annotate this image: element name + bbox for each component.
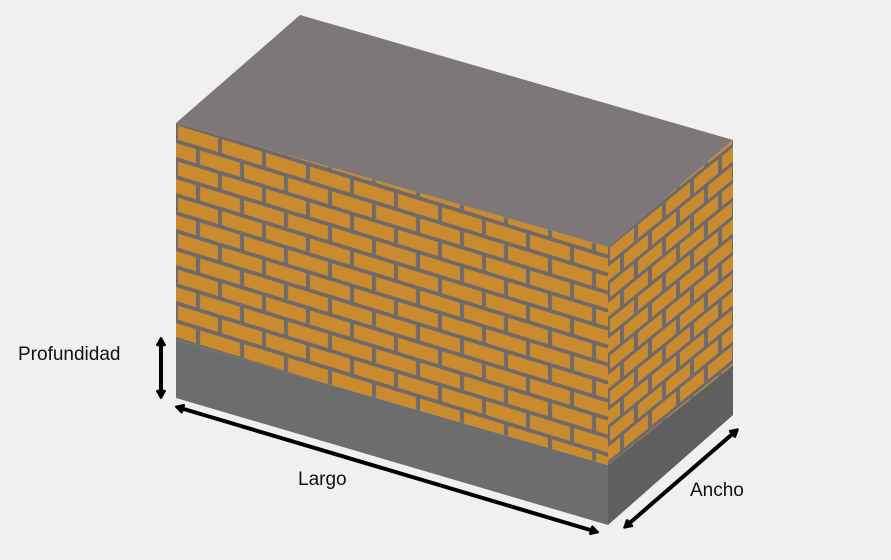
profundidad-label: Profundidad	[18, 344, 121, 365]
side-brick-wall	[608, 140, 733, 465]
ancho-arrow	[625, 430, 737, 527]
front-brick-wall	[176, 123, 608, 465]
top-face	[176, 15, 733, 247]
largo-label: Largo	[298, 469, 347, 490]
largo-arrow	[177, 407, 597, 532]
ancho-label: Ancho	[690, 480, 744, 501]
